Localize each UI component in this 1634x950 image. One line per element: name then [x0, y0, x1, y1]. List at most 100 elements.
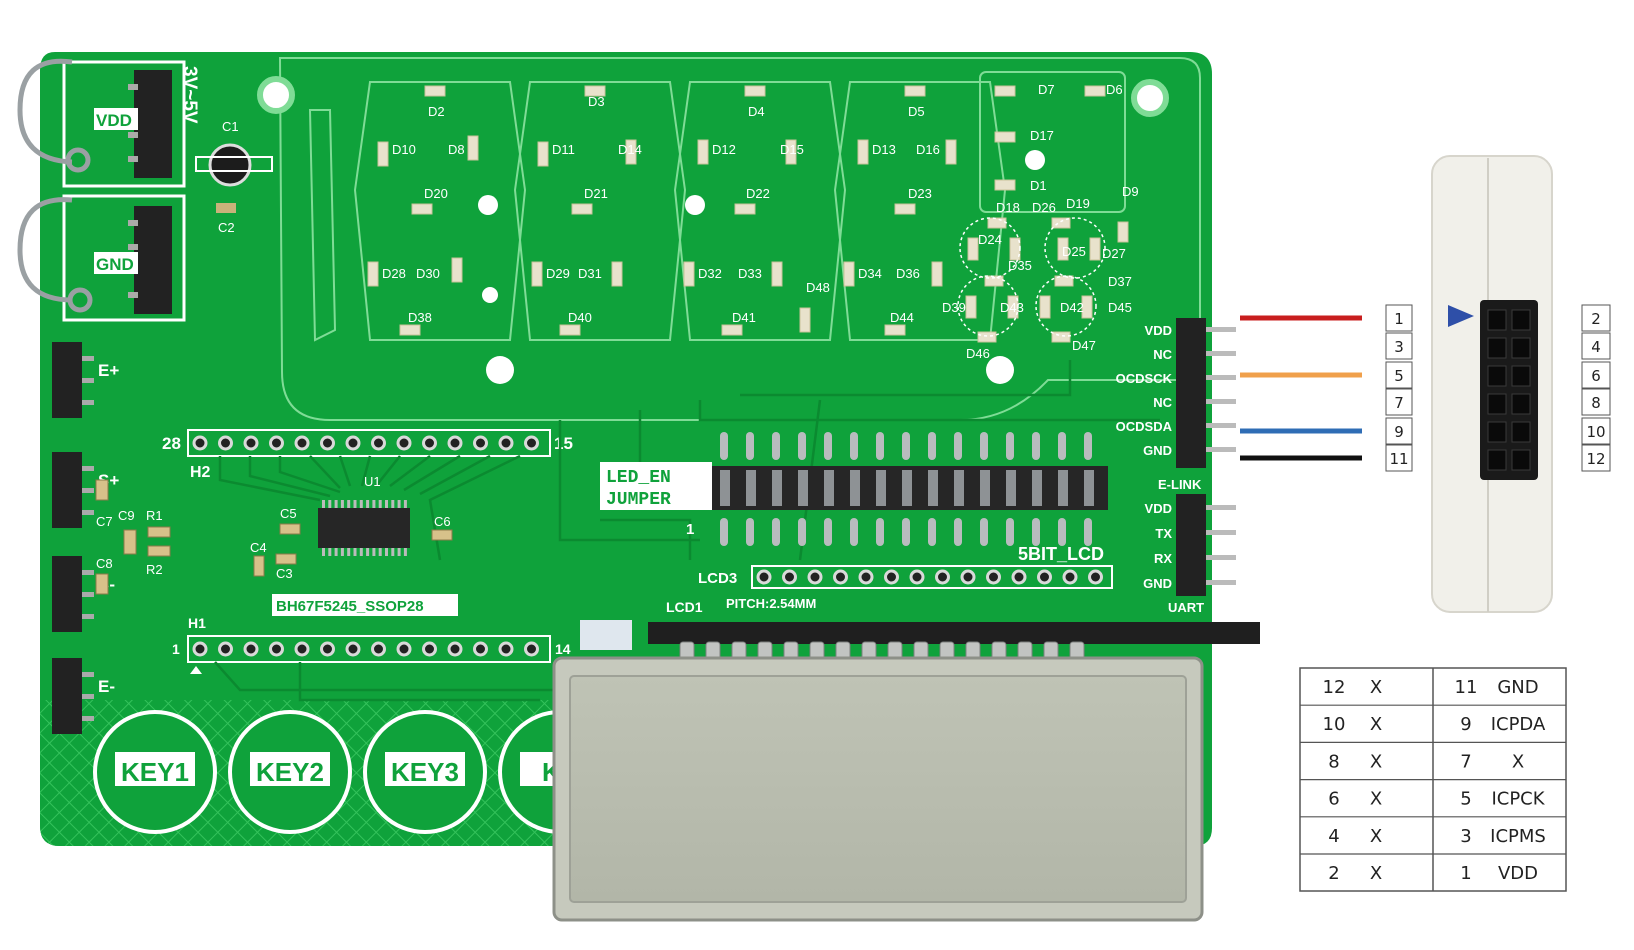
header-pin: [82, 378, 94, 383]
header-block: [52, 342, 82, 418]
pin-number-right: 10: [1586, 423, 1605, 441]
table-odd-pin: 11: [1455, 677, 1478, 698]
led-label: D10: [392, 142, 416, 157]
led-label: D42: [1060, 300, 1084, 315]
led-label: D1: [1030, 178, 1047, 193]
passive-label: C7: [96, 514, 113, 529]
passive-label: R1: [146, 508, 163, 523]
header-pin: [82, 614, 94, 619]
elink-connector: [1431, 155, 1553, 613]
pin-number-box: 3: [1385, 332, 1413, 360]
jumper-pin: [1006, 518, 1014, 546]
chip-leg: [385, 500, 388, 508]
jumper-pin: [720, 432, 728, 460]
table-odd-signal: ICPCK: [1491, 789, 1545, 810]
header-hole: [243, 435, 259, 451]
passive-label: C4: [250, 540, 267, 555]
chip-leg: [334, 500, 338, 508]
jumper-pin: [772, 518, 780, 546]
lcd-display: [552, 620, 1260, 922]
jumper-pin: [746, 432, 754, 460]
pin-number-left: 11: [1389, 450, 1408, 468]
passive-label: C6: [434, 514, 451, 529]
led-label: D33: [738, 266, 762, 281]
table-odd-pin: 3: [1460, 826, 1471, 847]
passive-label: R2: [146, 562, 163, 577]
header-hole: [498, 641, 514, 657]
jumper-pin: [1006, 432, 1014, 460]
pin-number-left: 3: [1394, 338, 1404, 356]
header-hole: [218, 641, 233, 657]
led-label: D45: [1108, 300, 1132, 315]
table-even-pin: 4: [1328, 826, 1339, 847]
led-label: D32: [698, 266, 722, 281]
jumper-cap: [954, 470, 964, 506]
header-hole: [1062, 569, 1078, 585]
mount-hole: [486, 356, 514, 384]
header-pin: [82, 510, 94, 515]
table-odd-pin: 9: [1460, 714, 1471, 735]
table-even-pin: 6: [1328, 789, 1339, 810]
header-block: [52, 658, 82, 734]
c1-label: C1: [222, 119, 239, 134]
5bit-lcd-label: 5BIT_LCD: [1018, 544, 1104, 564]
chip-leg: [347, 548, 351, 556]
key-button: KEY3: [363, 710, 487, 834]
jumper-cap: [1032, 470, 1042, 506]
header-hole: [371, 435, 386, 451]
pin-number-right: 4: [1591, 338, 1601, 356]
h2-pin-left: 28: [162, 434, 181, 453]
header-hole: [1088, 569, 1103, 585]
header-hole: [498, 435, 514, 451]
led-label: D6: [1106, 82, 1123, 97]
pin-number-box: 1: [1385, 304, 1413, 332]
led-label: D7: [1038, 82, 1055, 97]
jumper-pin: [720, 518, 728, 546]
table-even-pin: 12: [1323, 677, 1346, 698]
uart-pin: [1206, 580, 1236, 585]
jumper-cap: [824, 470, 834, 506]
pin-number-box: 10: [1581, 417, 1611, 445]
led-label: D5: [908, 104, 925, 119]
jumper-pin: [798, 432, 806, 460]
jumper-cap: [1084, 470, 1094, 506]
jumper-pin: [902, 518, 910, 546]
connector-hole: [1487, 365, 1507, 387]
header-hole: [294, 435, 310, 451]
connector-hole: [1487, 449, 1507, 471]
header-hole: [269, 435, 284, 451]
header-hole: [858, 569, 874, 585]
table-odd-signal: VDD: [1498, 863, 1538, 884]
led-label: D20: [424, 186, 448, 201]
h2-header: 28 15 H2: [162, 429, 573, 481]
uart-pin-label: RX: [1154, 551, 1172, 566]
passive-label: C5: [280, 506, 297, 521]
h2-pin-right: 15: [554, 434, 573, 453]
led-label: D44: [890, 310, 914, 325]
connector-hole: [1511, 393, 1531, 415]
led-label: D38: [408, 310, 432, 325]
uart-pin-label: GND: [1143, 576, 1172, 591]
header-block: [52, 556, 82, 632]
jumper-pin: [954, 518, 962, 546]
jumper-pin: [876, 432, 884, 460]
led-label: D39: [942, 300, 966, 315]
header-hole: [192, 435, 208, 451]
mount-hole: [257, 76, 295, 114]
elink-pin: [1206, 351, 1236, 356]
jumper-pin: [928, 518, 936, 546]
connector-hole: [1511, 365, 1531, 387]
jumper-pin: [954, 432, 962, 460]
header-hole: [396, 435, 412, 451]
led-label: D13: [872, 142, 896, 157]
jumper-pin: [772, 432, 780, 460]
table-even-pin: 2: [1328, 863, 1339, 884]
elink-pin: [1206, 375, 1236, 380]
jumper-pin: [980, 432, 988, 460]
mount-hole: [478, 195, 498, 215]
header-hole: [833, 569, 848, 585]
table-even-signal: X: [1370, 863, 1382, 884]
